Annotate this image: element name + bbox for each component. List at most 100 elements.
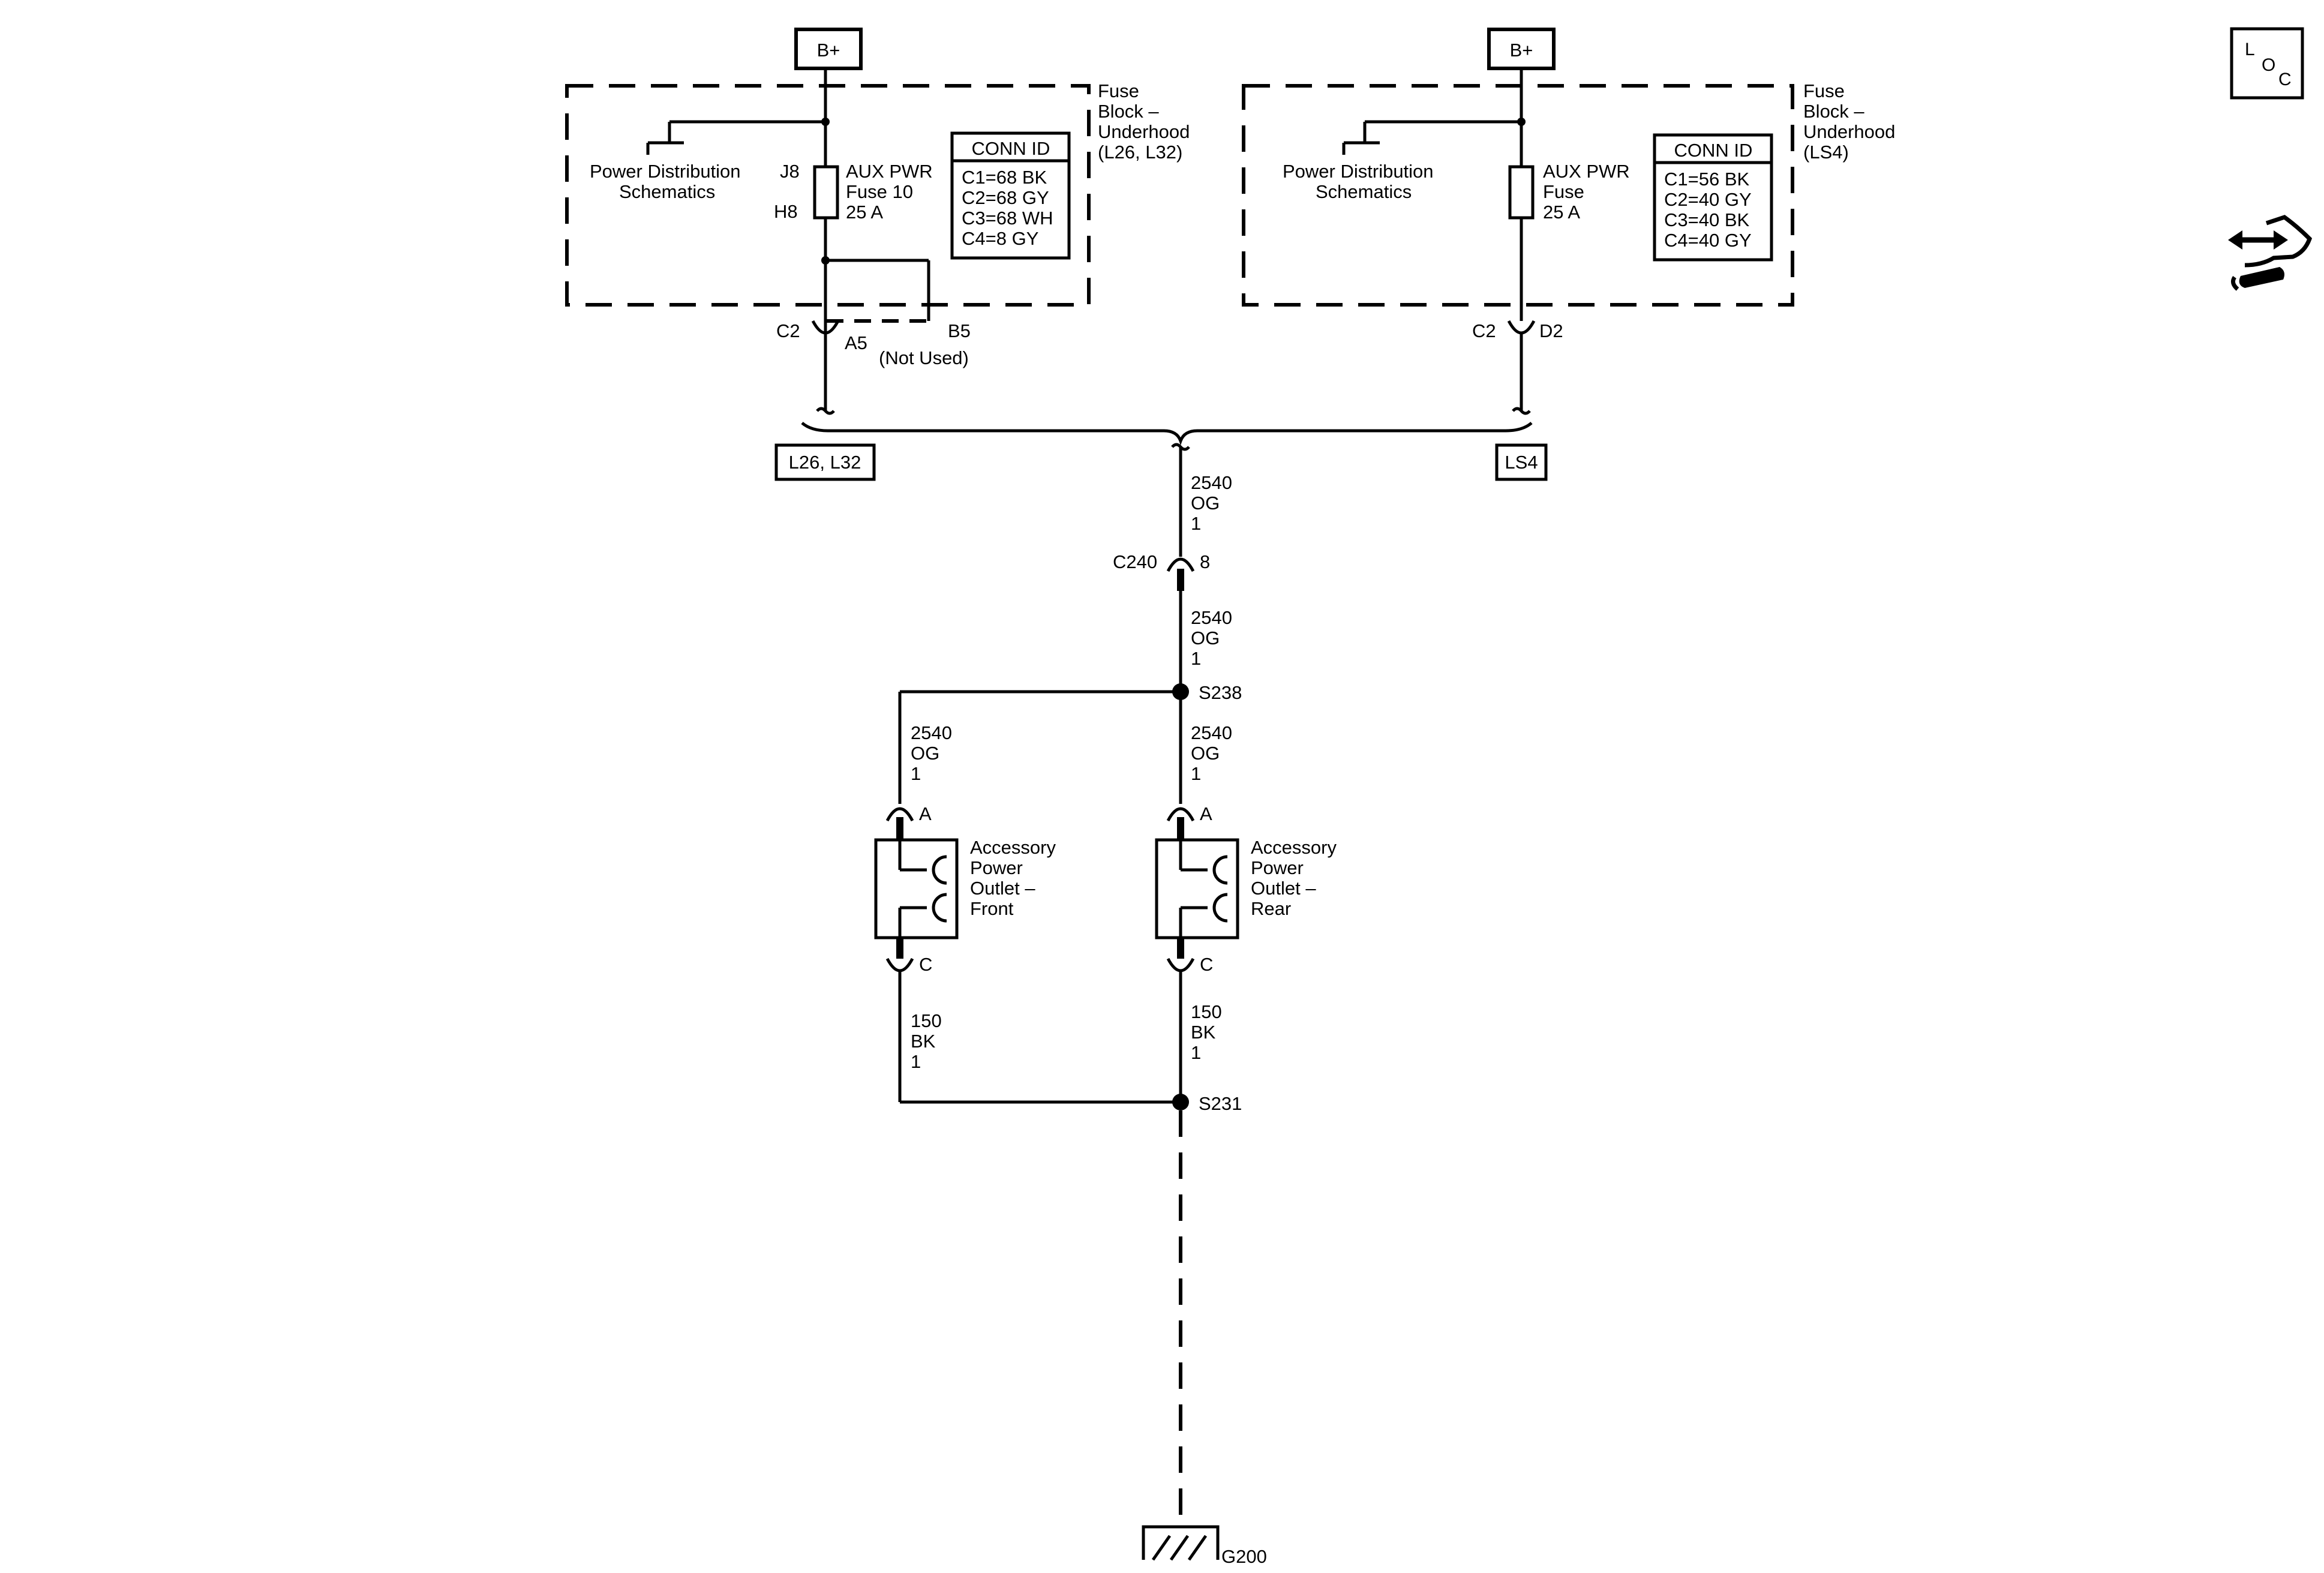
outlet-front-pin-c: C [919,954,932,975]
b-plus-label-left: B+ [817,40,840,61]
option-tag-left-label: L26, L32 [789,452,861,473]
fuse-label-right-3: 25 A [1543,202,1580,223]
ground-circuit: 150 BK 1 150 BK 1 S231 G200 [898,971,1267,1567]
wire-label-3rc: 1 [1191,763,1201,784]
outlet-rear-pin-c: C [1200,954,1213,975]
wire-label-3la: 2540 [911,722,952,743]
fuse-block-left-outline [565,84,1091,307]
wire-label-1a: 2540 [1191,472,1232,493]
wire-label-grb: BK [1191,1022,1216,1043]
wire-label-gra: 150 [1191,1001,1222,1022]
fuse-pin-j8: J8 [780,161,800,182]
option-tag-left [774,443,876,481]
wire-label-gla: 150 [911,1010,942,1031]
loc-letter-o: O [2262,55,2275,75]
wire-label-3rb: OG [1191,743,1220,764]
conn-id-box-left [950,131,1071,260]
fuse-block-left-title-1: Fuse [1098,80,1139,101]
pin-b5: B5 [948,320,971,341]
loc-letter-c: C [2278,70,2292,89]
pds-label-right: Power Distribution [1283,161,1434,182]
conn-id-title-left: CONN ID [972,138,1050,159]
outlet-front-name-2: Power [970,857,1023,878]
b-plus-terminal-left [794,28,863,70]
outlet-front-body [874,838,959,939]
conn-id-left-1: C1=68 BK [962,167,1047,188]
outlet-rear-pin-a: A [1200,803,1212,824]
wire-label-glb: BK [911,1031,936,1052]
fuse-label-left-3: 25 A [846,202,883,223]
outlet-front-name-3: Outlet – [970,878,1035,899]
wire-label-3lb: OG [911,743,939,764]
fuse-block-left: B+ Power Distribution Schematics J8 H8 A… [565,28,1190,415]
outlet-rear-body [1155,838,1239,939]
conn-id-right-4: C4=40 GY [1664,230,1752,251]
pin-a5: A5 [845,332,867,353]
fuse-label-right-2: Fuse [1543,181,1584,202]
fuse-label-left-2: Fuse 10 [846,181,913,202]
option-brace: L26, L32 LS4 [774,422,1548,481]
conn-id-left-3: C3=68 WH [962,208,1053,229]
pds-label-left: Power Distribution [590,161,741,182]
splice-s231-label: S231 [1199,1093,1242,1114]
conn-id-left-2: C2=68 GY [962,187,1049,208]
fuse-label-left-1: AUX PWR [846,161,933,182]
conn-id-right-3: C3=40 BK [1664,209,1750,230]
accessory-outlet-rear: A C Accessory Power Outlet – Rear [1155,803,1337,975]
wire-label-2b: OG [1191,628,1220,649]
ground-g200-label: G200 [1221,1546,1267,1567]
conn-id-left-4: C4=8 GY [962,228,1038,249]
conn-id-title-right: CONN ID [1674,140,1753,161]
fuse-block-left-title-4: (L26, L32) [1098,142,1182,163]
fuse-pin-h8: H8 [774,201,798,222]
connector-c240-pin: 8 [1200,551,1210,572]
connector-c2-right: C2 [1472,320,1496,341]
accessory-outlet-front: A C Accessory Power Outlet – Front [874,803,1056,975]
loc-letter-l: L [2245,40,2255,59]
option-tag-right [1495,443,1548,481]
connector-repair-icon[interactable] [2228,215,2313,291]
b-plus-terminal-right [1487,28,1556,70]
pds-label-right-2: Schematics [1316,181,1412,202]
fuse-right-symbol [1508,165,1535,220]
fuse-block-right-outline [1242,84,1794,307]
wire-label-grc: 1 [1191,1042,1201,1063]
pin-d2: D2 [1539,320,1563,341]
splice-s231 [1172,1094,1189,1110]
fuse-block-right: B+ Power Distribution Schematics AUX PWR… [1242,28,1895,415]
fuse-label-right-1: AUX PWR [1543,161,1630,182]
wire-label-1b: OG [1191,493,1220,514]
outlet-front-name-4: Front [970,898,1014,919]
connector-c2-left: C2 [776,320,800,341]
fuse-10-symbol [813,165,839,220]
conn-id-box-right [1653,133,1773,262]
fuse-block-right-title-3: Underhood [1803,121,1895,142]
fuse-block-right-title-2: Block – [1803,101,1864,122]
outlet-front-name-1: Accessory [970,837,1056,858]
pin-b5-note: (Not Used) [879,347,969,368]
loc-icon[interactable]: L O C [2230,27,2304,100]
wire-label-glc: 1 [911,1051,921,1072]
fuse-block-left-title-3: Underhood [1098,121,1190,142]
outlet-rear-name-1: Accessory [1251,837,1337,858]
wire-label-2a: 2540 [1191,607,1232,628]
fuse-block-left-title-2: Block – [1098,101,1159,122]
outlet-rear-name-4: Rear [1251,898,1291,919]
conn-id-right-2: C2=40 GY [1664,189,1752,210]
outlet-rear-name-3: Outlet – [1251,878,1316,899]
outlet-front-pin-a: A [919,803,932,824]
main-feed-circuit: 2540 OG 1 C240 8 2540 OG 1 S238 2540 OG … [898,443,1242,804]
conn-id-right-1: C1=56 BK [1664,169,1750,190]
wire-label-3ra: 2540 [1191,722,1232,743]
fuse-block-right-title-1: Fuse [1803,80,1845,101]
option-tag-right-label: LS4 [1505,452,1538,473]
splice-s238-label: S238 [1199,682,1242,703]
outlet-rear-name-2: Power [1251,857,1304,878]
wire-label-1c: 1 [1191,513,1201,534]
wire-label-3lc: 1 [911,763,921,784]
wire-label-2c: 1 [1191,648,1201,669]
pds-label-left-2: Schematics [619,181,715,202]
fuse-block-right-title-4: (LS4) [1803,142,1849,163]
connector-c240: C240 [1113,551,1157,572]
